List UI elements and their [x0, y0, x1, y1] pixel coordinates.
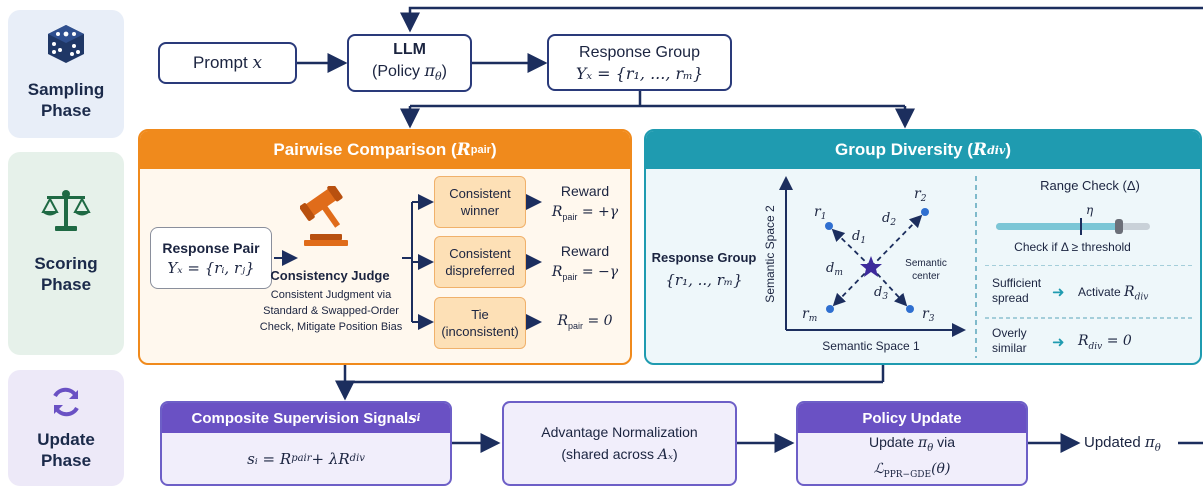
range-slider-tick: [1080, 218, 1082, 235]
refresh-icon: [53, 387, 79, 417]
sufficient-arrow: ➜: [1052, 284, 1065, 301]
judge-title: Consistency Judge: [270, 268, 390, 283]
plot-xlabel: Semantic Space 1: [822, 339, 920, 353]
response-pair-math: Yₓ = {rᵢ, rⱼ}: [167, 259, 255, 277]
svg-text:d3: d3: [874, 285, 888, 302]
gavel-icon: [300, 186, 348, 246]
policy-text: Update πθ via ℒPPR−GDE(θ): [868, 433, 956, 480]
sufficient-label: Sufficient spread: [992, 276, 1042, 305]
range-separators: [985, 265, 1195, 319]
update-phase-panel: Update Phase: [8, 370, 124, 486]
svg-text:dm: dm: [826, 261, 843, 278]
diversity-response-group: Response Group {r₁, .., rₘ}: [651, 250, 757, 289]
point-r3: [906, 305, 914, 313]
range-slider-thumb: [1115, 219, 1124, 234]
llm-sub: (Policy πθ): [372, 60, 447, 84]
updated-policy-output: Updated πθ: [1084, 433, 1161, 454]
range-slider-fill: [996, 223, 1120, 230]
merge-line: [343, 365, 885, 384]
judge-desc: Consistent Judgment via Standard & Swapp…: [259, 289, 403, 333]
advantage-text: Advantage Normalization (shared across A…: [541, 424, 698, 463]
svg-text:d2: d2: [882, 211, 896, 228]
svg-text:r1: r1: [814, 204, 826, 222]
range-eta: η: [1086, 203, 1094, 217]
outcome-tie: Tie(inconsistent): [434, 297, 526, 349]
range-slider: [996, 218, 1150, 235]
center-label-2: center: [912, 271, 940, 282]
prompt-text: Prompt: [192, 53, 248, 72]
sampling-phase-label-2: Phase: [40, 101, 92, 120]
update-phase-label-2: Phase: [40, 451, 92, 470]
range-check-text: Check if Δ ≥ threshold: [1014, 240, 1131, 254]
reward-winner: Reward Rpair = +γ: [551, 183, 619, 222]
reward-tie: Rpair = 0: [557, 313, 613, 331]
distance-lines: [831, 214, 923, 307]
svg-text:r3: r3: [922, 306, 935, 324]
response-group-title: Response Group: [579, 43, 700, 61]
dice-icon: [48, 25, 84, 63]
feedback-loop-arrow: [400, 6, 1203, 33]
semantic-space-plot: Semantic Space 2 Semantic Space 1 Semant…: [763, 176, 966, 353]
point-rm: [826, 305, 834, 313]
llm-node: LLM (Policy πθ): [347, 34, 472, 92]
scoring-phase-panel: Scoring Phase: [8, 152, 124, 355]
sampling-phase-panel: Sampling Phase: [8, 10, 124, 138]
overly-arrow: ➜: [1052, 334, 1065, 351]
point-r1: [825, 222, 833, 230]
policy-title: Policy Update: [798, 403, 1026, 433]
semantic-center-star: [860, 256, 882, 277]
scales-icon: [41, 190, 91, 231]
overly-label: Overly similar: [992, 326, 1027, 355]
response-group-node: Response Group Yₓ = {r₁, ..., rₘ}: [547, 34, 732, 91]
group-split-line: [410, 91, 905, 108]
svg-text:d1: d1: [852, 229, 866, 246]
sufficient-result: Activate Rdiv: [1078, 284, 1149, 303]
reward-dispreferred: Reward Rpair = −γ: [551, 243, 619, 282]
svg-text:rm: rm: [802, 306, 817, 324]
response-group-math: Yₓ = {r₁, ..., rₘ}: [575, 63, 704, 83]
scoring-phase-label-2: Phase: [40, 275, 92, 294]
point-r2: [921, 208, 929, 216]
center-label-1: Semantic: [905, 258, 947, 269]
advantage-box: Advantage Normalization (shared across A…: [502, 401, 737, 486]
svg-text:r2: r2: [914, 186, 927, 204]
range-divider: [975, 176, 977, 358]
overly-result: Rdiv = 0: [1078, 333, 1132, 352]
policy-update-box: Policy Update Update πθ via ℒPPR−GDE(θ): [796, 401, 1028, 486]
range-check-title: Range Check (Δ): [1040, 178, 1140, 193]
sampling-phase-label-1: Sampling: [27, 80, 105, 99]
prompt-node: Prompt x: [158, 42, 297, 84]
response-pair-title: Response Pair: [162, 240, 260, 256]
scoring-phase-label-1: Scoring: [34, 254, 98, 273]
response-pair-node: Response Pair Yₓ = {rᵢ, rⱼ}: [150, 227, 272, 289]
plot-ylabel: Semantic Space 2: [763, 205, 777, 303]
llm-title: LLM: [393, 40, 426, 58]
update-phase-label-1: Update: [37, 430, 95, 449]
prompt-math: x: [252, 53, 263, 73]
